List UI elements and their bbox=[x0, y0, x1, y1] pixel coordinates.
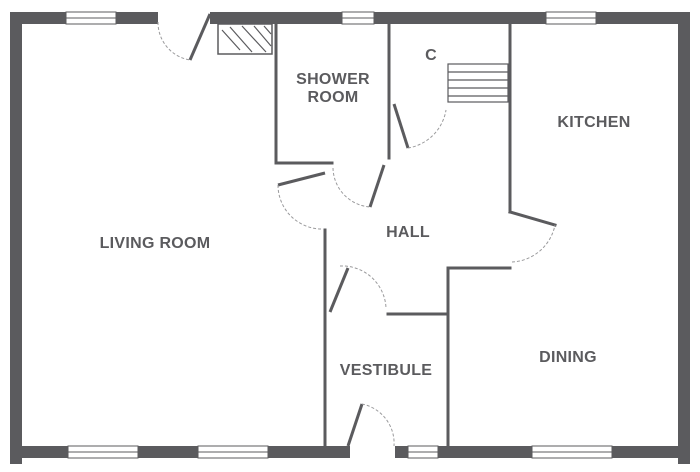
wall-top-right bbox=[210, 12, 690, 24]
window-vestibule-bottom bbox=[407, 445, 439, 459]
wall-bottom-left bbox=[10, 446, 350, 458]
window-living-bottom-1 bbox=[67, 445, 139, 459]
window-dining-bottom bbox=[531, 445, 613, 459]
window-kitchen-top bbox=[545, 11, 597, 25]
window-shower-top bbox=[341, 11, 375, 25]
interior-walls bbox=[274, 22, 557, 448]
room-labels: LIVING ROOM SHOWER ROOM C KITCHEN HALL V… bbox=[100, 47, 631, 379]
label-living-room: LIVING ROOM bbox=[100, 235, 211, 252]
window-living-top bbox=[65, 11, 117, 25]
label-cupboard: C bbox=[425, 47, 437, 64]
interior-doors bbox=[277, 103, 556, 447]
stairs bbox=[447, 63, 509, 103]
label-vestibule: VESTIBULE bbox=[340, 362, 433, 379]
top-door bbox=[157, 13, 212, 61]
window-living-bottom-2 bbox=[197, 445, 269, 459]
label-hall: HALL bbox=[386, 224, 430, 241]
wall-left bbox=[10, 12, 22, 464]
label-shower-room-line1: SHOWER bbox=[296, 71, 370, 88]
windows bbox=[65, 11, 613, 459]
fireplace bbox=[217, 23, 273, 55]
wall-right bbox=[678, 12, 690, 464]
label-dining: DINING bbox=[539, 349, 597, 366]
label-shower-room-line2: ROOM bbox=[308, 89, 359, 106]
label-kitchen: KITCHEN bbox=[557, 114, 630, 131]
